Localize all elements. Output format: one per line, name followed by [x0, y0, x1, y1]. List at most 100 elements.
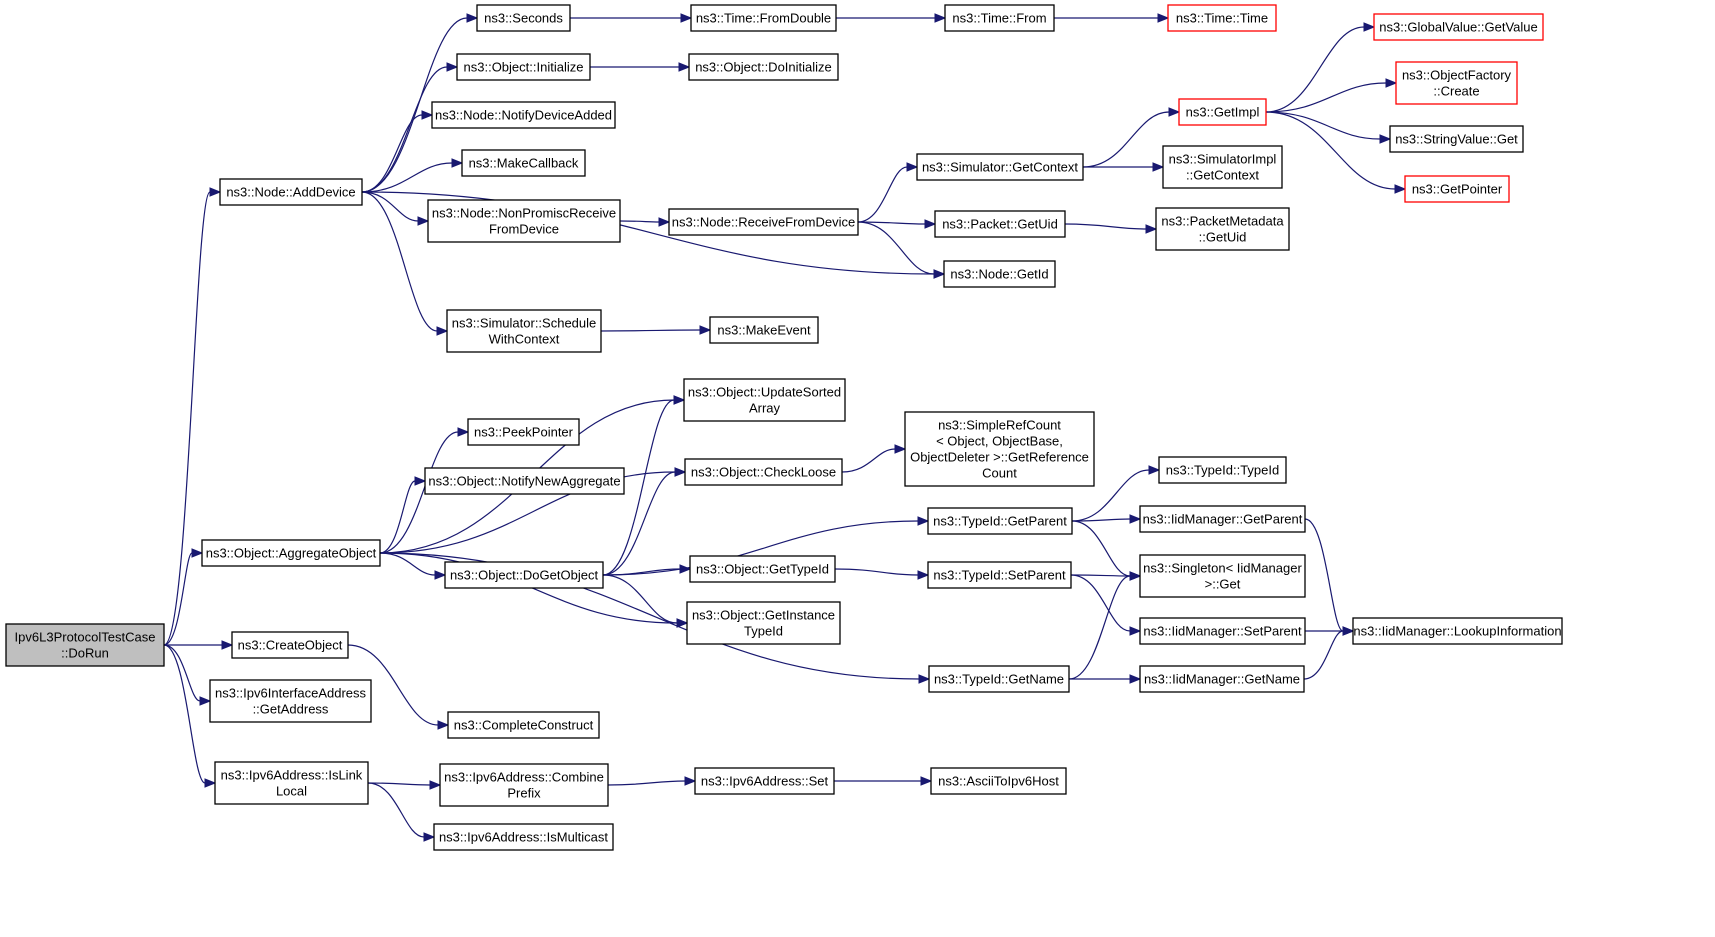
node-box [447, 711, 600, 739]
node-box [690, 4, 837, 32]
node-label: ::GetUid [1199, 230, 1247, 245]
edge-adddevice-to-nonpromisc [361, 191, 430, 226]
node-dogetobject[interactable]: ns3::Object::DoGetObject [444, 561, 604, 589]
node-label: ns3::Time::FromDouble [696, 11, 831, 26]
node-getcontext[interactable]: ns3::Simulator::GetContext [916, 153, 1084, 181]
node-label: ns3::Node::ReceiveFromDevice [672, 215, 856, 230]
node-addressset[interactable]: ns3::Ipv6Address::Set [694, 767, 835, 795]
node-label: ns3::GetImpl [1186, 105, 1260, 120]
node-gettypeid[interactable]: ns3::Object::GetTypeId [689, 555, 836, 583]
node-label: ns3::Singleton< IidManager [1143, 561, 1302, 576]
arrowhead [1145, 224, 1158, 234]
node-doinitialize[interactable]: ns3::Object::DoInitialize [688, 53, 839, 81]
node-box [431, 101, 616, 129]
node-initialize[interactable]: ns3::Object::Initialize [456, 53, 591, 81]
node-ifacegetaddress[interactable]: ns3::Ipv6InterfaceAddress::GetAddress [209, 679, 372, 723]
node-notifynewaggregate[interactable]: ns3::Object::NotifyNewAggregate [424, 467, 625, 495]
node-label: ::GetContext [1186, 168, 1259, 183]
node-timefromdouble[interactable]: ns3::Time::FromDouble [690, 4, 837, 32]
node-iidgetname[interactable]: ns3::IidManager::GetName [1139, 665, 1305, 693]
node-receivefromdevice[interactable]: ns3::Node::ReceiveFromDevice [668, 208, 859, 236]
node-label: ns3::Object::NotifyNewAggregate [428, 474, 620, 489]
node-metadatagetuid[interactable]: ns3::PacketMetadata::GetUid [1155, 207, 1290, 251]
node-label: ns3::Node::GetId [950, 267, 1048, 282]
node-notifydeviceadded[interactable]: ns3::Node::NotifyDeviceAdded [431, 101, 616, 129]
edge-initialize-to-doinitialize [590, 62, 691, 72]
arrowhead [933, 269, 946, 279]
node-label: ns3::SimpleRefCount [938, 418, 1061, 433]
node-simimplgetcontext[interactable]: ns3::SimulatorImpl::GetContext [1162, 145, 1283, 189]
node-label: ns3::Ipv6Address::IsMulticast [439, 830, 608, 845]
node-nodegetid[interactable]: ns3::Node::GetId [943, 260, 1056, 288]
node-stringvalue[interactable]: ns3::StringValue::Get [1389, 125, 1524, 153]
node-completeconstruct[interactable]: ns3::CompleteConstruct [447, 711, 600, 739]
arrowhead [699, 325, 712, 335]
node-box [1139, 554, 1306, 598]
node-box [219, 178, 363, 206]
node-dorun[interactable]: Ipv6L3ProtocolTestCase::DoRun [5, 623, 165, 667]
node-box [688, 53, 839, 81]
node-box [476, 4, 571, 32]
node-box [689, 555, 836, 583]
arrowhead [920, 776, 933, 786]
node-label: WithContext [489, 332, 560, 347]
node-adddevice[interactable]: ns3::Node::AddDevice [219, 178, 363, 206]
node-label: FromDevice [489, 222, 559, 237]
node-globalvalue[interactable]: ns3::GlobalValue::GetValue [1373, 13, 1544, 41]
arrowhead [429, 780, 442, 790]
node-box [439, 763, 609, 807]
node-packetgetuid[interactable]: ns3::Packet::GetUid [934, 210, 1066, 238]
arrowhead [209, 187, 222, 197]
node-typeidsetparent[interactable]: ns3::TypeId::SetParent [927, 561, 1072, 589]
node-checkloose[interactable]: ns3::Object::CheckLoose [684, 458, 843, 486]
arrowhead [1148, 465, 1161, 475]
edge-typeidsetparent-to-iidsetparent [1070, 574, 1142, 636]
node-ismulticast[interactable]: ns3::Ipv6Address::IsMulticast [433, 823, 614, 851]
node-timefrom[interactable]: ns3::Time::From [944, 4, 1055, 32]
node-getpointer[interactable]: ns3::GetPointer [1404, 175, 1510, 203]
node-timetime[interactable]: ns3::Time::Time [1167, 4, 1277, 32]
node-label: ns3::Node::NotifyDeviceAdded [435, 108, 612, 123]
arrowhead [917, 516, 930, 526]
edge-getcontext-to-simimplgetcontext [1083, 162, 1165, 172]
node-seconds[interactable]: ns3::Seconds [476, 4, 571, 32]
edge-receivefromdevice-to-nodegetid [857, 221, 946, 279]
node-box [934, 210, 1066, 238]
node-aggregateobject[interactable]: ns3::Object::AggregateObject [201, 539, 381, 567]
node-objectfactory[interactable]: ns3::ObjectFactory::Create [1395, 61, 1518, 105]
node-typeidgetparent[interactable]: ns3::TypeId::GetParent [927, 507, 1073, 535]
node-iidgetparent[interactable]: ns3::IidManager::GetParent [1139, 505, 1306, 533]
node-box [694, 767, 835, 795]
node-iidsetparent[interactable]: ns3::IidManager::SetParent [1139, 617, 1306, 645]
node-makecallback[interactable]: ns3::MakeCallback [461, 149, 586, 177]
node-typeidtypeid[interactable]: ns3::TypeId::TypeId [1158, 456, 1287, 484]
edge-receivefromdevice-to-getcontext [857, 162, 919, 223]
node-label: TypeId [744, 624, 783, 639]
node-box [1158, 456, 1287, 484]
arrowhead [414, 476, 427, 486]
edge-receivefromdevice-to-packetgetuid [857, 219, 937, 229]
node-label: ns3::Time::Time [1176, 11, 1268, 26]
node-label: ns3::MakeCallback [469, 156, 579, 171]
node-simplerefcount[interactable]: ns3::SimpleRefCount< Object, ObjectBase,… [904, 411, 1095, 487]
node-peekpointer[interactable]: ns3::PeekPointer [467, 418, 580, 446]
node-getimpl[interactable]: ns3::GetImpl [1178, 98, 1267, 126]
node-singletonget[interactable]: ns3::Singleton< IidManager>::Get [1139, 554, 1306, 598]
edge-islinklocal-to-ismulticast [367, 782, 436, 842]
node-asciitoipv6host[interactable]: ns3::AsciiToIpv6Host [930, 767, 1067, 795]
edge-combineprefix-to-addressset [607, 776, 697, 786]
node-createobject[interactable]: ns3::CreateObject [231, 631, 349, 659]
node-label: ns3::Packet::GetUid [942, 217, 1058, 232]
node-typeidgetname[interactable]: ns3::TypeId::GetName [928, 665, 1070, 693]
node-lookupinformation[interactable]: ns3::IidManager::LookupInformation [1352, 617, 1563, 645]
node-makeevent[interactable]: ns3::MakeEvent [709, 316, 819, 344]
arrowhead [417, 216, 430, 226]
node-box [433, 823, 614, 851]
arrowhead [466, 13, 479, 23]
